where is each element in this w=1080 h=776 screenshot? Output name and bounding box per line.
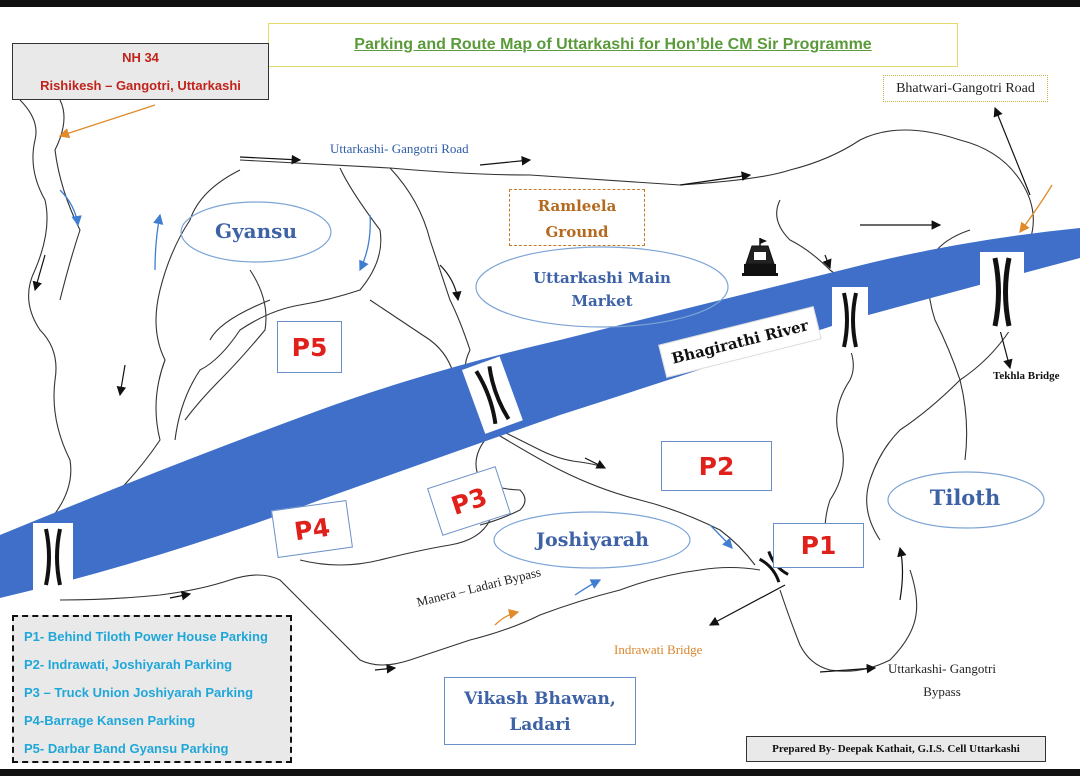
bottom-border <box>0 769 1080 776</box>
vikash-line-1: Vikash Bhawan, <box>464 689 616 709</box>
credit-box: Prepared By- Deepak Kathait, G.I.S. Cell… <box>746 736 1046 762</box>
bhatwari-road-label: Bhatwari-Gangotri Road <box>883 75 1048 102</box>
legend-item-p1: P1- Behind Tiloth Power House Parking <box>24 629 268 644</box>
legend-item-p2: P2- Indrawati, Joshiyarah Parking <box>24 657 233 672</box>
legend-item-p5: P5- Darbar Band Gyansu Parking <box>24 741 229 756</box>
blue-arrows <box>59 189 733 596</box>
orange-arrows <box>58 104 1053 626</box>
uttarkashi-gangotri-road-label: Uttarkashi- Gangotri Road <box>330 141 469 156</box>
place-joshiyarah: Joshiyarah <box>536 529 649 551</box>
top-border <box>0 0 1080 7</box>
bridge-icon <box>33 252 1024 591</box>
main-market-line-2: Market <box>571 292 633 310</box>
main-market-line-1: Uttarkashi Main <box>533 269 671 287</box>
legend-item-p3: P3 – Truck Union Joshiyarah Parking <box>24 685 254 700</box>
legend-item-p4: P4-Barrage Kansen Parking <box>24 713 196 728</box>
temple-icon <box>742 238 778 276</box>
place-main-market: Uttarkashi Main Market <box>510 267 694 313</box>
parking-marker-p5: P5 <box>277 321 342 373</box>
ramleela-ground-label: Ramleela Ground <box>509 189 645 246</box>
ramleela-line-1: Ramleela <box>537 197 617 215</box>
bypass-line-2: Bypass <box>923 684 961 699</box>
parking-marker-p1: P1 <box>773 523 864 568</box>
vikash-line-2: Ladari <box>509 715 571 735</box>
place-tiloth: Tiloth <box>929 485 1001 510</box>
indrawati-bridge-label: Indrawati Bridge <box>614 642 703 657</box>
tekhla-bridge-label: Tekhla Bridge <box>993 370 1060 382</box>
highway-route: Rishikesh – Gangotri, Uttarkashi <box>40 78 241 93</box>
parking-legend: P1- Behind Tiloth Power House Parking P2… <box>12 615 292 763</box>
place-ellipses <box>180 201 1045 569</box>
map-title: Parking and Route Map of Uttarkashi for … <box>268 23 958 67</box>
ramleela-line-2: Ground <box>545 223 609 241</box>
place-gyansu: Gyansu <box>214 219 297 243</box>
bypass-label: Uttarkashi- Gangotri Bypass <box>882 657 1002 703</box>
parking-marker-p2: P2 <box>661 441 772 491</box>
route-arrows <box>32 106 1031 674</box>
highway-box: NH 34 Rishikesh – Gangotri, Uttarkashi <box>12 43 269 100</box>
place-vikash-bhawan: Vikash Bhawan, Ladari <box>444 677 636 745</box>
highway-code: NH 34 <box>122 50 159 65</box>
bypass-line-1: Uttarkashi- Gangotri <box>888 661 996 676</box>
